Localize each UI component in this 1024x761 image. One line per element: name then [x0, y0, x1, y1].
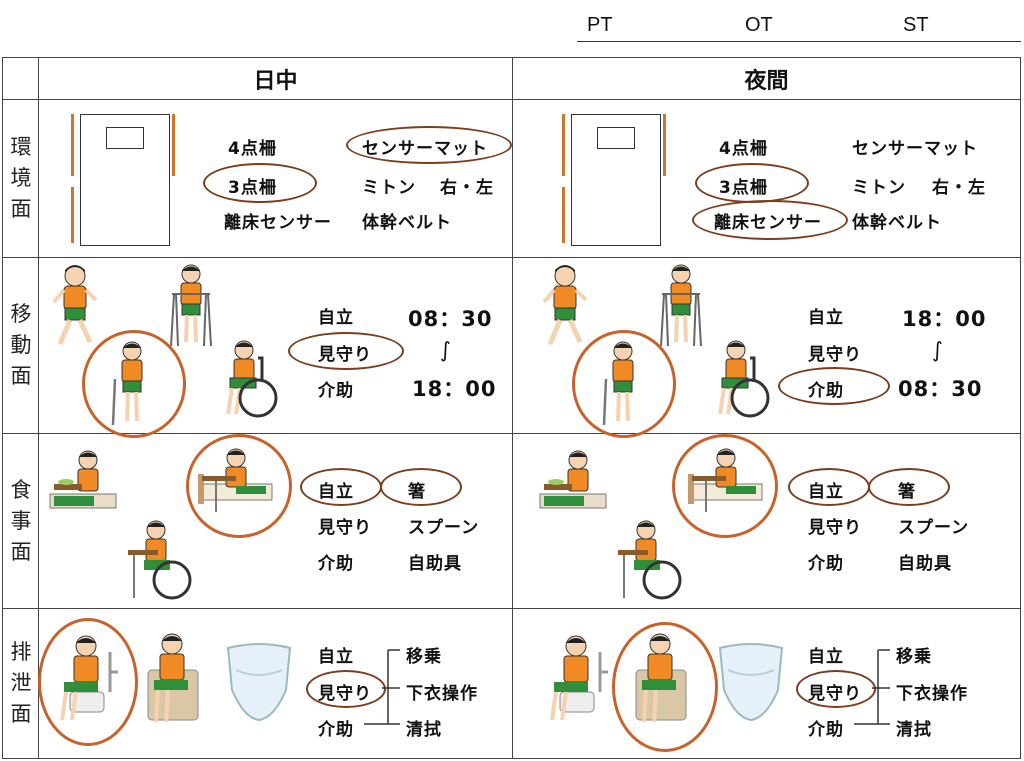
- selected-toilet-circle: [38, 618, 138, 746]
- pillow-icon: [106, 127, 144, 149]
- mob-night-time-from: 18：00: [902, 307, 987, 331]
- column-day: 日中: [38, 57, 513, 100]
- meal-day-supervision: 見守り: [318, 518, 372, 538]
- mob-day-time-to: 18：00: [412, 377, 497, 401]
- walking-person-icon: [542, 265, 588, 345]
- bed-rail-left-top: [71, 114, 74, 176]
- env-night-three-rails-oval: [695, 163, 809, 203]
- row-label-environment: 環境面: [2, 99, 39, 258]
- mob-day-wave: ∫: [440, 338, 452, 362]
- wheelchair-person-icon: [718, 340, 770, 418]
- meal-night-supervision: 見守り: [808, 518, 862, 538]
- role-ot: OT: [745, 14, 773, 36]
- env-night-trunk-belt: 体幹ベルト: [852, 213, 942, 233]
- corner-cell: [2, 57, 39, 100]
- row-label-mobility: 移動面: [2, 257, 39, 434]
- bed-rail-left-top: [562, 114, 565, 176]
- wheelchair-eating-person-icon: [128, 520, 192, 600]
- role-st: ST: [903, 14, 929, 36]
- bed-rail-right: [172, 114, 175, 176]
- wheelchair-eating-person-icon: [618, 520, 682, 600]
- meal-night-chopsticks-oval: [868, 468, 950, 506]
- pillow-icon: [597, 127, 635, 149]
- meal-night-spoon: スプーン: [898, 518, 970, 538]
- meal-night-self-help: 自助具: [898, 554, 952, 574]
- toilet-night-wipe: 清拭: [896, 720, 932, 740]
- env-night-right-left: 右・左: [932, 178, 986, 198]
- bed-eating-person-icon: [49, 450, 117, 509]
- env-day-mitten: ミトン: [362, 178, 416, 198]
- meal-day-self-help: 自助具: [408, 554, 462, 574]
- bed-rail-left-bottom: [562, 187, 565, 243]
- diaper-icon: [718, 643, 784, 722]
- meal-day-chopsticks-oval: [380, 468, 462, 506]
- env-day-four-rails: 4点柵: [228, 139, 277, 159]
- portable-toilet-person-icon: [147, 633, 199, 723]
- toilet-day-independent: 自立: [318, 647, 354, 667]
- walker-person-icon: [170, 264, 212, 347]
- mob-day-assist: 介助: [318, 381, 354, 401]
- env-day-sensor-mat-oval: [346, 126, 512, 164]
- toilet-day-transfer: 移乗: [406, 647, 442, 667]
- selected-cane-circle: [82, 330, 186, 438]
- signature-line: [577, 41, 1021, 42]
- role-pt: PT: [587, 14, 613, 36]
- env-night-bed-sensor-oval: [692, 200, 848, 240]
- env-day-trunk-belt: 体幹ベルト: [362, 213, 452, 233]
- column-night: 夜間: [512, 57, 1021, 100]
- bed-eating-person-icon: [539, 450, 607, 509]
- env-day-three-rails-oval: [203, 163, 317, 203]
- mob-night-independent: 自立: [808, 308, 844, 328]
- toilet-day-assist: 介助: [318, 720, 354, 740]
- meal-day-assist: 介助: [318, 554, 354, 574]
- env-night-four-rails: 4点柵: [719, 139, 768, 159]
- toilet-person-icon: [550, 635, 608, 721]
- toilet-day-wipe: 清拭: [406, 720, 442, 740]
- walker-person-icon: [660, 264, 702, 347]
- meal-night-assist: 介助: [808, 554, 844, 574]
- walking-person-icon: [52, 265, 98, 345]
- mob-night-wave: ∫: [932, 338, 944, 362]
- toilet-night-assist: 介助: [808, 720, 844, 740]
- selected-bed-table-circle: [186, 434, 292, 538]
- bed-icon: [571, 114, 661, 246]
- toilet-night-independent: 自立: [808, 647, 844, 667]
- selected-portable-toilet-circle: [612, 622, 718, 752]
- bed-icon: [80, 114, 170, 246]
- mob-day-supervision-oval: [288, 332, 404, 370]
- env-day-right-left: 右・左: [440, 178, 494, 198]
- toilet-day-supervision-oval: [306, 670, 386, 708]
- mob-day-independent: 自立: [318, 308, 354, 328]
- wheelchair-person-icon: [226, 340, 278, 418]
- selected-bed-table-circle: [672, 434, 778, 538]
- mob-night-supervision: 見守り: [808, 345, 862, 365]
- toilet-day-undress: 下衣操作: [406, 684, 478, 704]
- toilet-night-undress: 下衣操作: [896, 684, 968, 704]
- toilet-night-transfer: 移乗: [896, 647, 932, 667]
- bracket-connector-icon: [854, 649, 890, 725]
- row-label-toilet: 排泄面: [2, 608, 39, 759]
- meal-night-independent-oval: [788, 468, 870, 506]
- diaper-icon: [226, 643, 292, 722]
- env-night-mitten: ミトン: [852, 178, 906, 198]
- meal-day-spoon: スプーン: [408, 518, 480, 538]
- mob-night-assist-oval: [778, 367, 890, 405]
- mob-night-time-to: 08：30: [898, 377, 983, 401]
- toilet-night-supervision-oval: [796, 670, 876, 708]
- bed-rail-left-bottom: [71, 187, 74, 243]
- env-night-sensor-mat: センサーマット: [852, 139, 978, 159]
- meal-day-independent-oval: [300, 468, 382, 506]
- mob-day-time-from: 08：30: [408, 307, 493, 331]
- env-day-bed-sensor: 離床センサー: [224, 213, 332, 233]
- bed-rail-right: [663, 114, 666, 176]
- bracket-connector-icon: [364, 649, 400, 725]
- row-label-meal: 食事面: [2, 433, 39, 609]
- selected-cane-circle: [572, 330, 676, 438]
